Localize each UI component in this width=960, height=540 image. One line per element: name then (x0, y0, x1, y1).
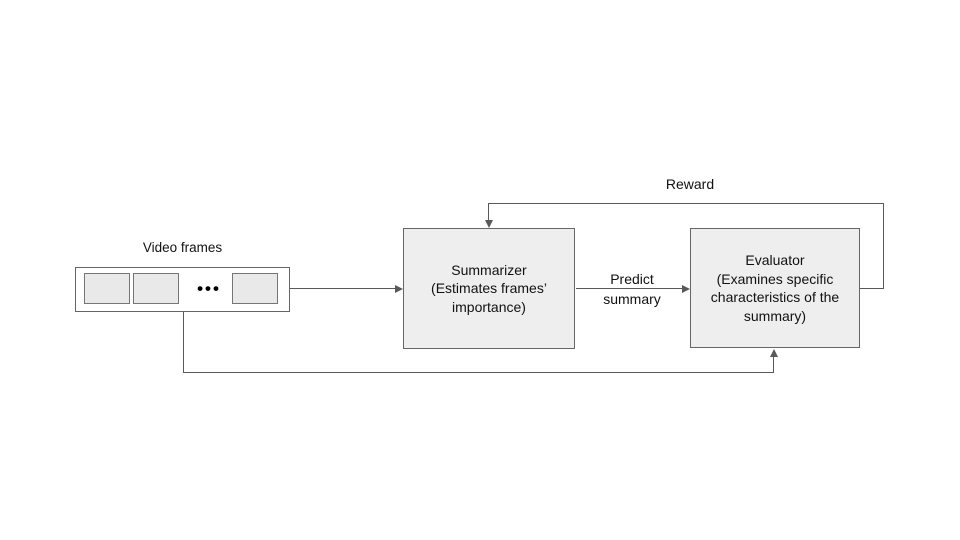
evaluator-box: Evaluator (Examines specific characteris… (690, 228, 860, 348)
edge-summarizer-to-evaluator (576, 288, 683, 289)
video-frame-thumbnail (232, 273, 278, 304)
summarizer-title: Summarizer (451, 261, 527, 278)
edge-frames-to-evaluator-bottom-horizontal (183, 372, 774, 373)
edge-reward-segment-right-vertical (883, 203, 884, 289)
video-frame-thumbnail (84, 273, 130, 304)
evaluator-subtitle-line3: summary) (743, 307, 807, 324)
edge-frames-to-summarizer (290, 288, 396, 289)
arrowhead-right-icon (682, 285, 690, 293)
evaluator-subtitle-line2: characteristics of the (710, 289, 840, 305)
reward-label: Reward (665, 176, 715, 192)
predict-summary-label-line2: summary (603, 291, 661, 307)
edge-reward-segment-from-evaluator (860, 288, 884, 289)
edge-frames-to-evaluator-up-vertical (773, 356, 774, 373)
ellipsis-dots-icon: ••• (197, 278, 221, 298)
summarizer-box: Summarizer (Estimates frames’ importance… (403, 228, 575, 349)
summarizer-subtitle-line1: (Estimates frames’ (431, 280, 547, 297)
edge-frames-to-evaluator-left-vertical (183, 312, 184, 373)
predict-summary-label-line1: Predict (610, 271, 654, 287)
evaluator-title: Evaluator (745, 252, 805, 268)
video-frames-box: ••• (75, 267, 290, 312)
video-frame-thumbnail (133, 273, 179, 304)
arrowhead-right-icon (395, 285, 403, 293)
edge-reward-segment-top-horizontal (488, 203, 884, 204)
evaluator-box-text: Evaluator (Examines specific characteris… (711, 251, 839, 325)
arrowhead-down-icon (485, 220, 493, 228)
arrowhead-up-icon (770, 349, 778, 357)
evaluator-subtitle-line1: (Examines specific (716, 270, 834, 287)
edge-reward-segment-down-to-summarizer (488, 203, 489, 221)
video-frames-label: Video frames (142, 240, 223, 255)
summarizer-subtitle-line2: importance) (452, 298, 526, 315)
summarizer-box-text: Summarizer (Estimates frames’ importance… (431, 261, 547, 317)
